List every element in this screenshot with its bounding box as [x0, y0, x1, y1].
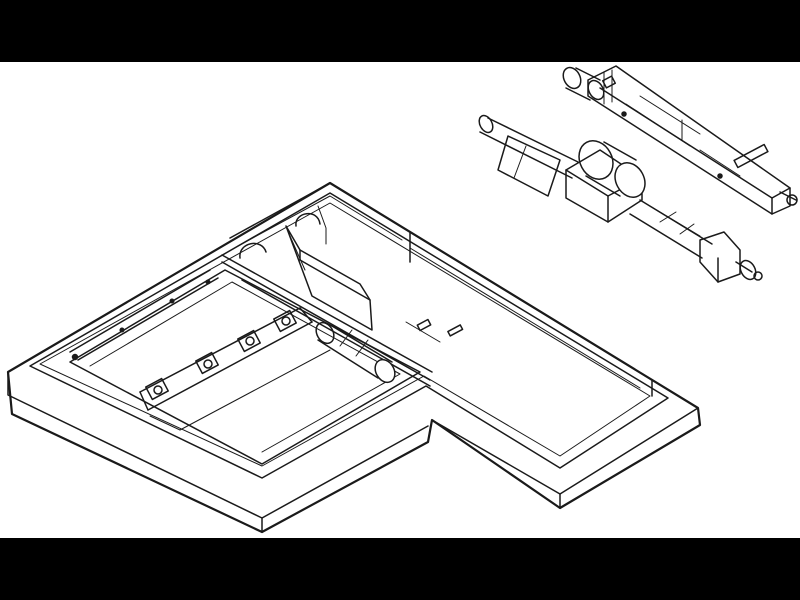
bottom-letterbox-band — [0, 538, 800, 600]
top-letterbox-band — [0, 0, 800, 62]
hull-tub-base — [6, 181, 702, 534]
drive-shaft-assembly — [478, 114, 763, 283]
gun-mount-barrel-assembly — [562, 65, 798, 215]
hull-tub-inner-wall — [69, 182, 653, 465]
fuel-tank-cylinder — [315, 321, 396, 384]
